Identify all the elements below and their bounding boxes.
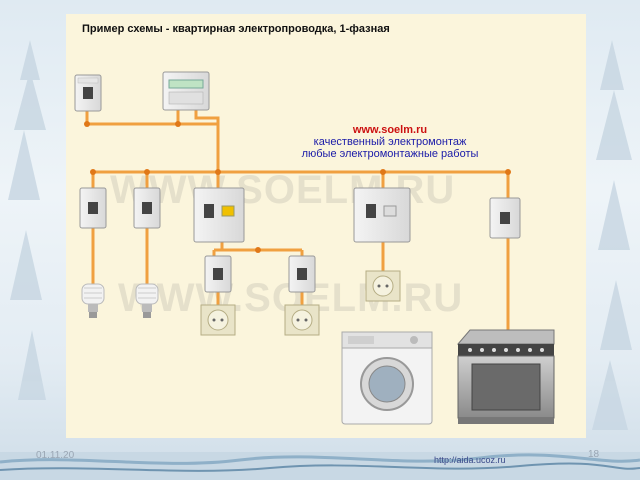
promo-line-1: качественный электромонтаж [313, 136, 467, 148]
breaker-socket-1 [204, 255, 232, 293]
junction-node [175, 121, 181, 127]
washing-machine-icon [341, 331, 433, 425]
junction-node [144, 169, 150, 175]
breaker-socket-2 [288, 255, 316, 293]
junction-node [505, 169, 511, 175]
junction-node [380, 169, 386, 175]
promo-line-2: любые электромонтажные работы [301, 148, 479, 160]
breaker-stove [489, 197, 521, 239]
footer-site-link[interactable]: http://aida.ucoz.ru [434, 455, 506, 465]
junction-node [90, 169, 96, 175]
breaker-lighting-1 [79, 187, 107, 229]
junction-node [84, 121, 90, 127]
socket-icon [284, 304, 320, 336]
main-breaker [74, 74, 102, 112]
breaker-lighting-2 [133, 187, 161, 229]
slide-title: Пример схемы - квартирная электропроводк… [82, 23, 390, 35]
junction-node [255, 247, 261, 253]
footer-date: 01.11.20 [36, 450, 75, 461]
electricity-meter [162, 71, 210, 111]
promo-url[interactable]: www.soelm.ru [352, 124, 428, 136]
electric-stove-icon [456, 329, 555, 424]
promo-block: www.soelm.ru качественный электромонтаж … [262, 124, 518, 160]
socket-icon [365, 270, 401, 302]
rcd-sockets [193, 187, 245, 243]
junction-nodes [84, 121, 511, 253]
footer-bar [0, 452, 640, 480]
wire-meter-right [194, 110, 220, 172]
rcd-washing-machine [353, 187, 411, 243]
bulb-icon [81, 283, 105, 318]
page-number: 18 [588, 449, 600, 460]
bulb-icon [135, 283, 159, 318]
socket-icon [200, 304, 236, 336]
junction-node [215, 169, 221, 175]
